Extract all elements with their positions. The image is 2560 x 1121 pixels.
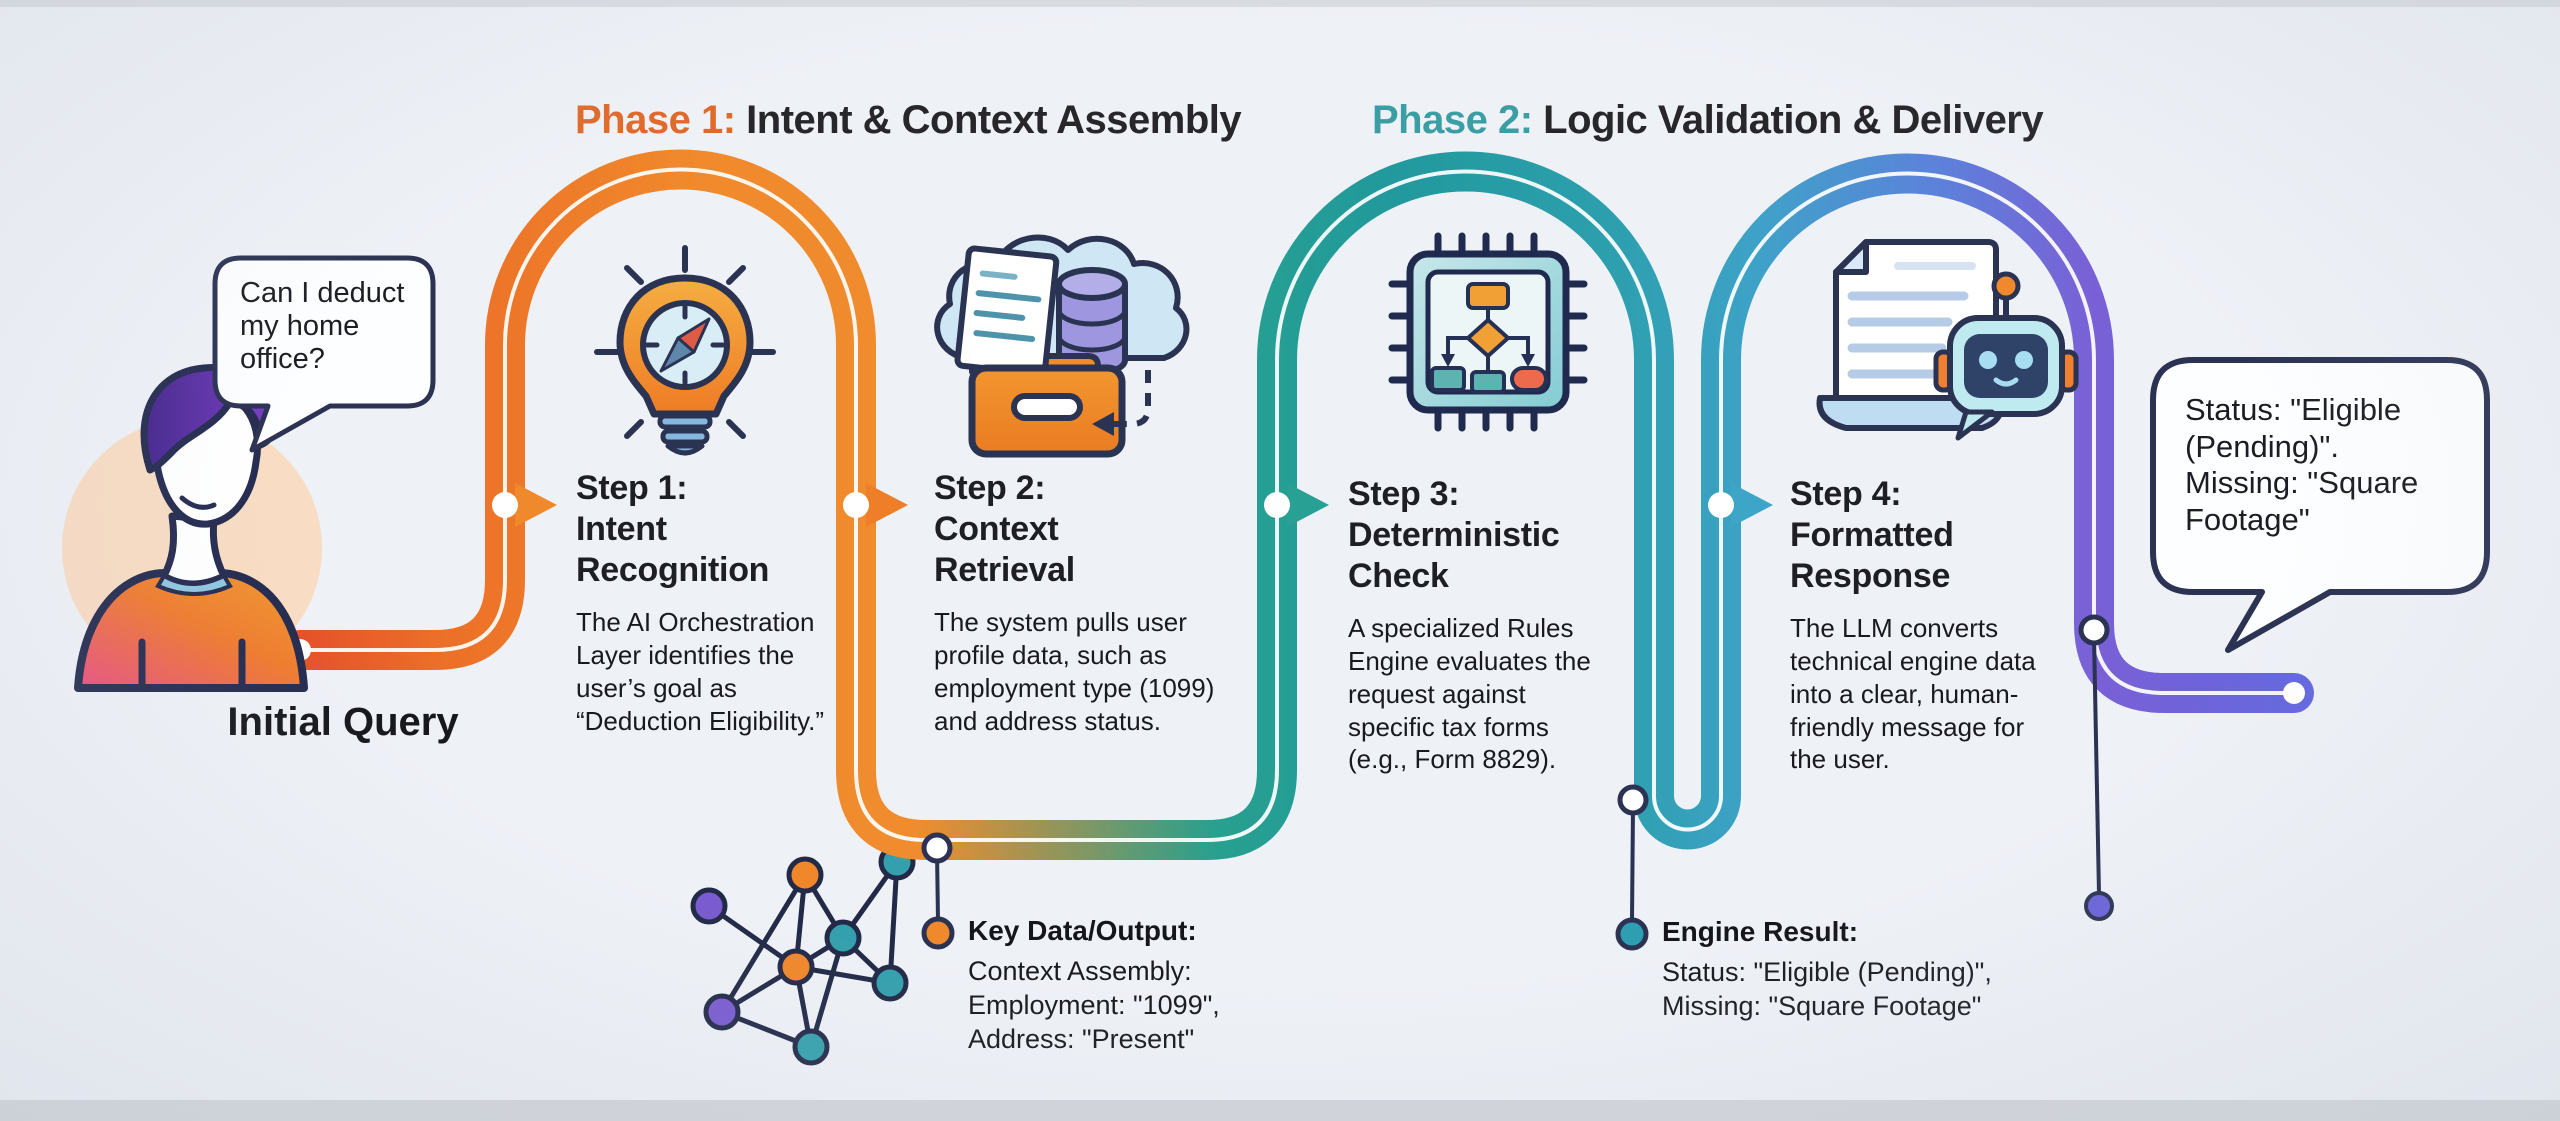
knowledge-graph-doodle	[690, 843, 916, 1066]
user-avatar	[62, 364, 322, 692]
step4-chevron-icon	[1731, 483, 1773, 527]
bottom-letterbox-bar	[0, 1100, 2560, 1121]
output-bubble-text: Status: "Eligible (Pending)". Missing: "…	[2185, 392, 2419, 537]
phase1-label: Phase 1:	[575, 98, 736, 142]
key-data-callout: Key Data/Output: Context Assembly: Emplo…	[968, 915, 1298, 1056]
top-letterbox-bar	[0, 0, 2560, 7]
chip-flowchart-icon	[1388, 232, 1588, 432]
engine-result-heading: Engine Result:	[1662, 916, 1859, 947]
engine-result-callout: Engine Result: Status: "Eligible (Pendin…	[1662, 916, 2082, 1024]
step1-block: Step 1: Intent Recognition The AI Orches…	[576, 468, 866, 737]
step3-heading: Step 3: Deterministic Check	[1348, 475, 1560, 595]
step1-node-dot	[492, 492, 518, 518]
step1-body: The AI Orchestration Layer identifies th…	[576, 607, 825, 736]
step2-heading: Step 2: Context Retrieval	[934, 469, 1075, 589]
step2-node-dot	[843, 492, 869, 518]
key-data-junction-dot	[921, 832, 953, 864]
engine-result-body: Status: "Eligible (Pending)", Missing: "…	[1662, 957, 1992, 1021]
engine-result-bullet	[1615, 917, 1649, 951]
step1-heading: Step 1: Intent Recognition	[576, 469, 770, 589]
cloud-database-folder-icon	[934, 234, 1190, 458]
step2-block: Step 2: Context Retrieval The system pul…	[934, 468, 1234, 737]
document-robot-icon	[1816, 239, 2079, 441]
key-data-body: Context Assembly: Employment: "1099", Ad…	[968, 956, 1220, 1054]
step4-node-dot	[1708, 492, 1734, 518]
step2-body: The system pulls user profile data, such…	[934, 607, 1215, 736]
phase2-rest: Logic Validation & Delivery	[1532, 98, 2044, 142]
output-junction-dot	[2078, 614, 2110, 646]
output-bullet	[2084, 891, 2114, 921]
step3-block: Step 3: Deterministic Check A specialize…	[1348, 474, 1648, 776]
phase1-title: Phase 1: Intent & Context Assembly	[575, 98, 1242, 143]
step3-node-dot	[1264, 492, 1290, 518]
step4-heading: Step 4: Formatted Response	[1790, 475, 1954, 595]
path-end-dot	[2283, 682, 2305, 704]
initial-query-caption: Initial Query	[227, 700, 459, 744]
phase1-rest: Intent & Context Assembly	[735, 98, 1242, 142]
output-bubble-shape	[2150, 357, 2490, 653]
step1-chevron-icon	[515, 483, 557, 527]
pipeline-path	[280, 149, 2314, 860]
engine-result-junction-dot	[1617, 784, 1649, 816]
step4-block: Step 4: Formatted Response The LLM conve…	[1790, 474, 2090, 776]
step3-body: A specialized Rules Engine evaluates the…	[1348, 613, 1591, 775]
step3-chevron-icon	[1287, 483, 1329, 527]
callout-connectors	[921, 614, 2114, 951]
phase2-title: Phase 2: Logic Validation & Delivery	[1372, 98, 2044, 143]
initial-query-bubble-shape	[212, 255, 436, 453]
key-data-heading: Key Data/Output:	[968, 915, 1197, 946]
step2-chevron-icon	[866, 483, 908, 527]
pipeline-center-stripe	[298, 167, 2296, 842]
key-data-bullet	[921, 916, 955, 950]
phase2-label: Phase 2:	[1372, 98, 1533, 142]
step4-body: The LLM converts technical engine data i…	[1790, 613, 2036, 775]
initial-query-bubble-text: Can I deduct my home office?	[240, 277, 405, 376]
lightbulb-compass-icon	[594, 245, 776, 456]
